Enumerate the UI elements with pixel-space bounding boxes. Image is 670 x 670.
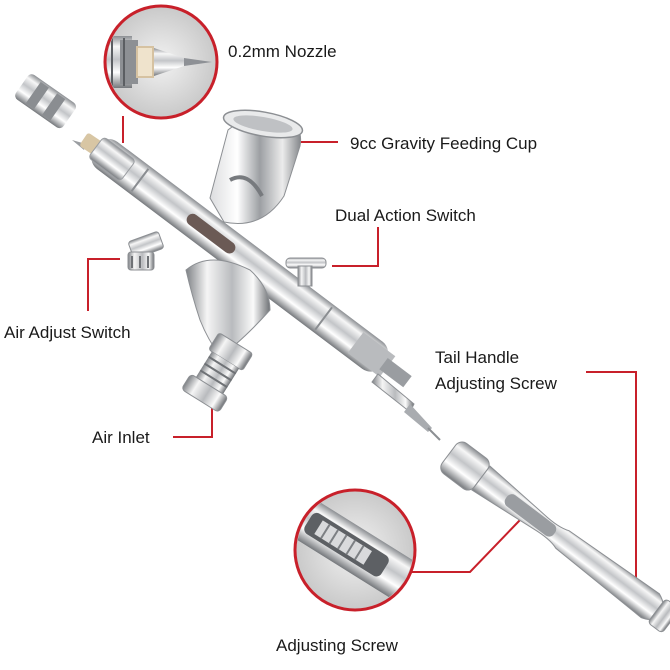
callout-air-adjust-label: Air Adjust Switch: [4, 323, 131, 342]
needle-chuck: [371, 373, 441, 441]
dual-action-trigger: [285, 257, 327, 287]
air-inlet-fitting: [182, 333, 253, 412]
callout-dual-action-label: Dual Action Switch: [335, 206, 476, 225]
nozzle-detail-inset: [103, 4, 219, 120]
callout-cup-label: 9cc Gravity Feeding Cup: [350, 134, 538, 153]
gravity-cup: [209, 109, 304, 224]
leader-adjusting-screw: [412, 519, 521, 573]
callout-tail-handle-label: Tail Handle Adjusting Screw: [435, 345, 557, 397]
leader-tail-handle: [586, 371, 637, 590]
trigger-slot: [186, 213, 236, 254]
nozzle-cap: [15, 74, 76, 129]
barrel: [91, 139, 389, 372]
callout-nozzle-label: 0.2mm Nozzle: [228, 42, 337, 61]
callout-adjusting-screw-label: Adjusting Screw: [276, 636, 398, 655]
callout-air-inlet-label: Air Inlet: [92, 428, 150, 447]
callout-tail-handle-line1: Tail Handle: [435, 348, 520, 367]
airbrush-illustration: [72, 109, 670, 633]
tail-handle: [440, 441, 670, 633]
adjusting-screw-detail-inset: [293, 488, 417, 612]
grip: [185, 259, 271, 357]
callout-tail-handle-line2: Adjusting Screw: [435, 374, 557, 393]
leader-air-adjust: [87, 258, 120, 311]
leader-dual-action: [332, 227, 379, 267]
air-adjust-valve: [127, 231, 164, 271]
